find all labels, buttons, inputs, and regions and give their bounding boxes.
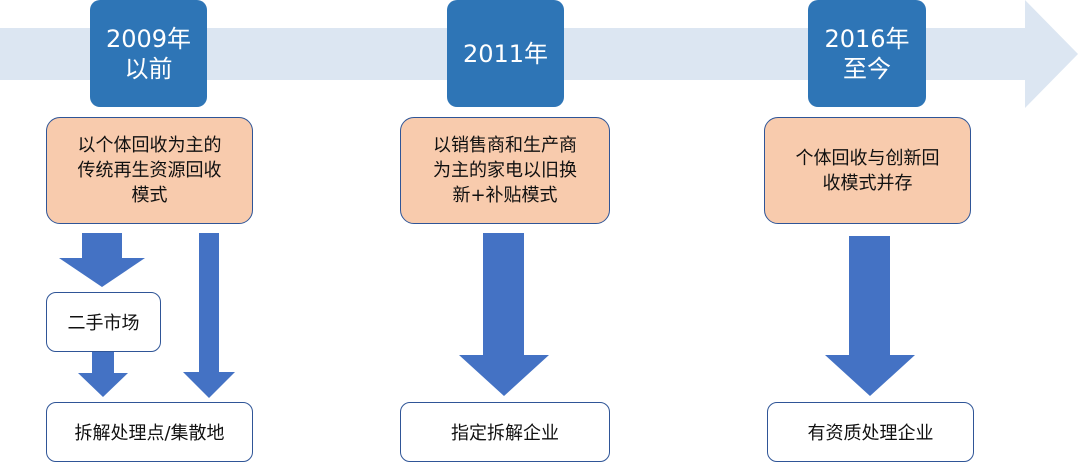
era-sub: 至今 bbox=[843, 54, 891, 83]
designated-dismantle-box: 指定拆解企业 bbox=[400, 402, 610, 462]
arrow-secondhand-to-dismantle bbox=[78, 352, 128, 397]
era-year: 2011年 bbox=[462, 39, 549, 68]
mode-box-coexist: 个体回收与创新回 收模式并存 bbox=[764, 117, 971, 224]
secondhand-market-box: 二手市场 bbox=[46, 292, 161, 352]
era-box-2011: 2011年 bbox=[447, 0, 564, 107]
mode-box-tradein: 以销售商和生产商 为主的家电以旧换 新+补贴模式 bbox=[400, 117, 610, 224]
mode-box-individual: 以个体回收为主的 传统再生资源回收 模式 bbox=[46, 117, 253, 224]
arrow-mode2-to-designated bbox=[459, 233, 549, 396]
era-box-2009: 2009年 以前 bbox=[90, 0, 207, 107]
era-sub: 以前 bbox=[124, 54, 173, 83]
era-year: 2009年 bbox=[105, 24, 192, 53]
arrow-mode1-to-secondhand bbox=[59, 233, 145, 287]
qualified-processing-box: 有资质处理企业 bbox=[767, 402, 974, 462]
era-box-2016: 2016年 至今 bbox=[808, 0, 926, 107]
arrow-mode1-to-dismantle bbox=[183, 233, 235, 398]
era-year: 2016年 bbox=[824, 24, 910, 53]
dismantle-point-box: 拆解处理点/集散地 bbox=[46, 402, 253, 462]
arrow-mode3-to-qualified bbox=[825, 236, 915, 396]
